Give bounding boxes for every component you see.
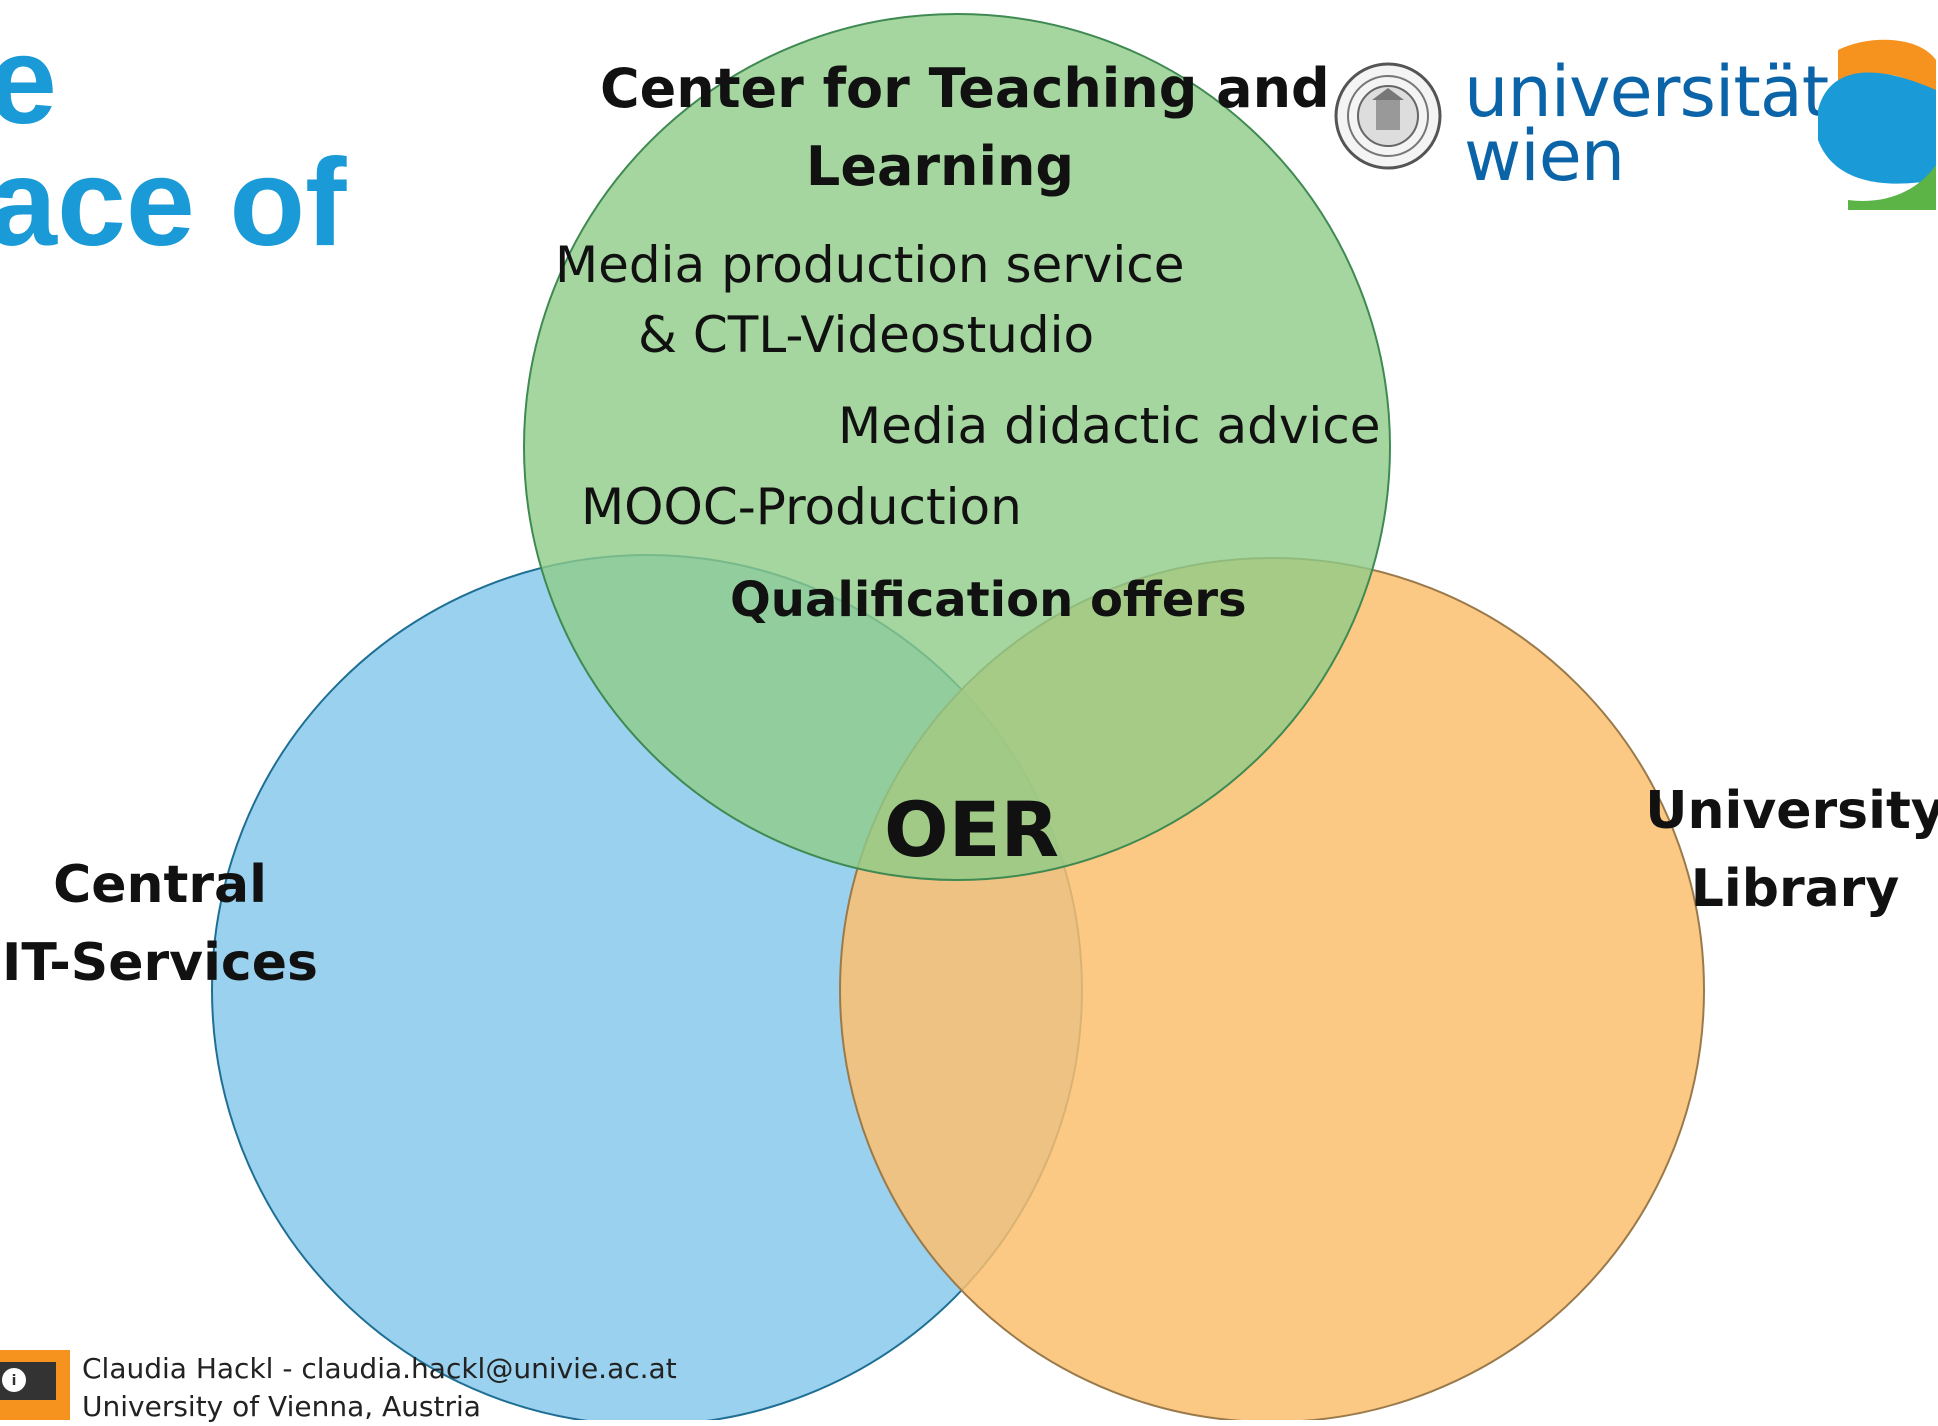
right-circle-title-line-1: University xyxy=(1645,781,1938,841)
cc-license-icon: i xyxy=(0,1350,70,1420)
top-item-media-didactic: Media didactic advice xyxy=(838,397,1381,455)
left-circle-title: Central IT-Services xyxy=(0,846,320,1002)
right-circle-title: University Library xyxy=(1645,772,1938,928)
footer: Claudia Hackl - claudia.hackl@univie.ac.… xyxy=(82,1350,677,1426)
slide-title-line-1: e xyxy=(0,12,57,150)
top-item-mooc: MOOC-Production xyxy=(581,478,1022,536)
university-logo: universität wien xyxy=(1332,57,1829,191)
left-circle-title-line-1: Central xyxy=(53,855,267,915)
slide-title-line-2: ace of xyxy=(0,134,347,272)
top-circle-title: Center for Teaching and Learning xyxy=(600,50,1330,206)
svg-text:i: i xyxy=(12,1373,17,1389)
overlap-qualification-offers: Qualification offers xyxy=(730,572,1247,628)
university-seal-icon xyxy=(1334,62,1442,170)
university-wordmark: universität wien xyxy=(1464,51,1829,197)
slide-title: e ace of xyxy=(0,12,347,272)
partner-logo-icon xyxy=(1818,39,1936,210)
circle-top xyxy=(523,13,1391,881)
top-circle-title-line-2: Learning xyxy=(805,135,1075,198)
top-circle-title-line-1: Center for Teaching and xyxy=(600,57,1330,120)
footer-affiliation: University of Vienna, Austria xyxy=(82,1390,481,1423)
top-item-media-production: Media production service xyxy=(555,236,1185,294)
footer-author: Claudia Hackl - claudia.hackl@univie.ac.… xyxy=(82,1352,677,1385)
university-wordmark-line-2: wien xyxy=(1464,115,1625,197)
left-circle-title-line-2: IT-Services xyxy=(2,933,318,993)
right-circle-title-line-2: Library xyxy=(1690,859,1900,919)
university-wordmark-line-1: universität xyxy=(1464,51,1829,133)
center-label-oer: OER xyxy=(884,785,1060,874)
top-item-videostudio: & CTL-Videostudio xyxy=(638,306,1095,364)
